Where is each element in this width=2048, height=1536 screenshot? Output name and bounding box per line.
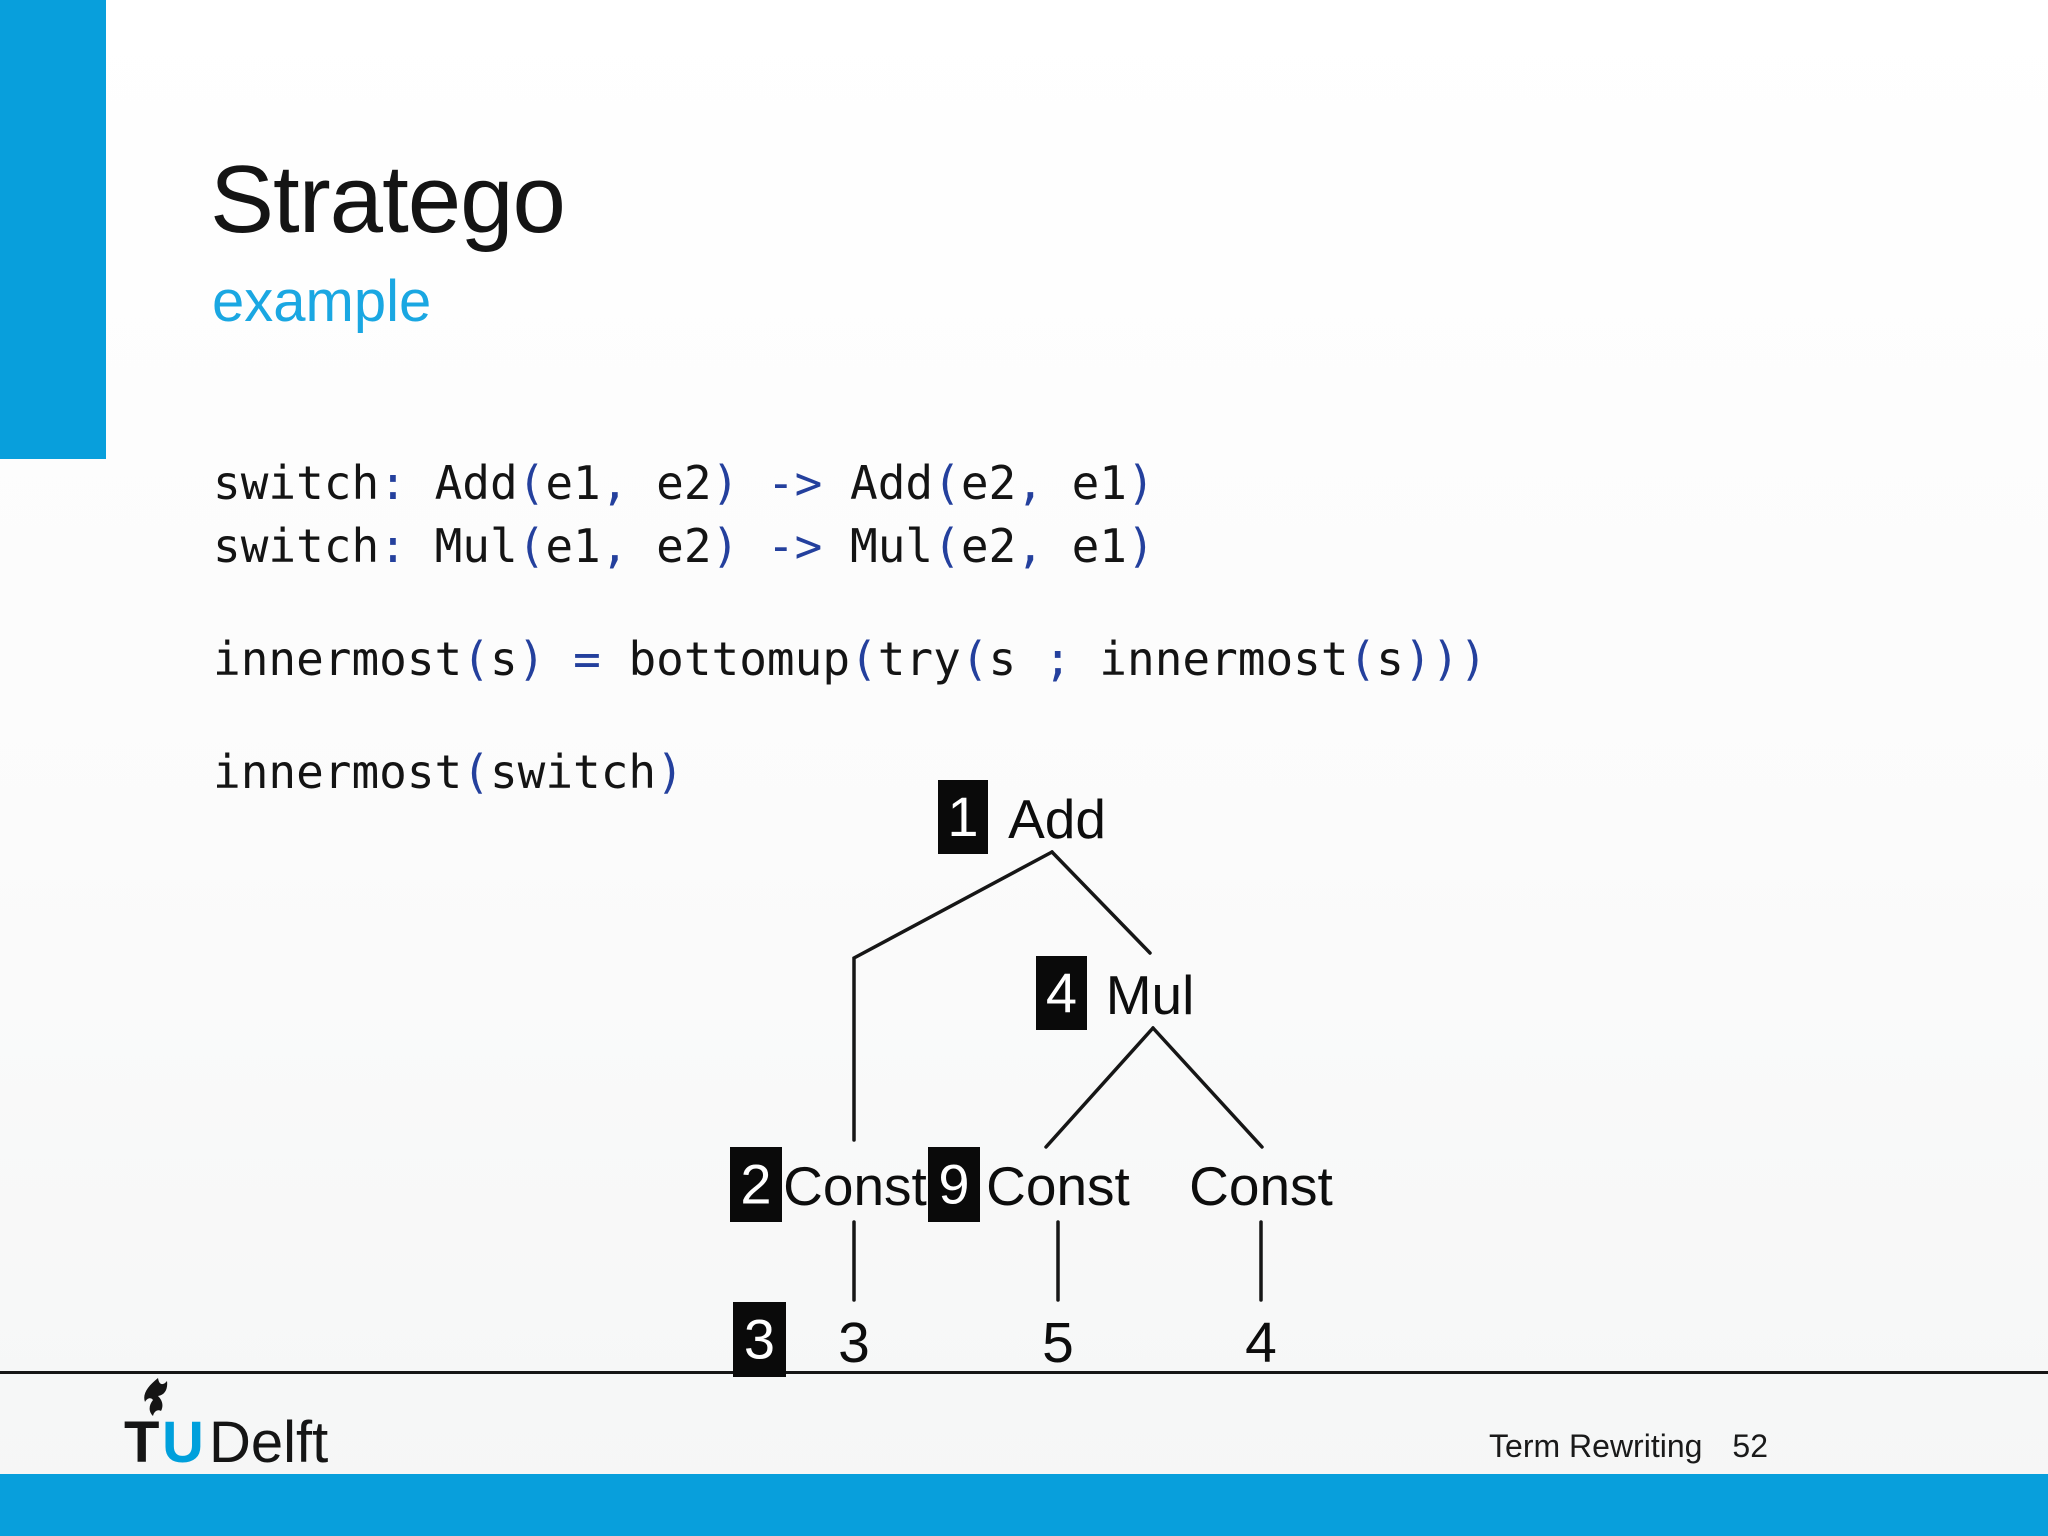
step-badge-9 <box>928 1147 980 1222</box>
bottom-accent-bar <box>0 1474 2048 1536</box>
footer-course-label: Term Rewriting <box>1489 1428 1703 1464</box>
step-badge-number: 4 <box>1046 961 1077 1024</box>
step-badge-3 <box>733 1302 786 1377</box>
logo-letter-t: T <box>124 1410 159 1470</box>
tree-leaf-value: 5 <box>1042 1311 1074 1375</box>
logo-wordmark: Delft <box>209 1410 328 1470</box>
step-badge-number: 1 <box>947 785 978 848</box>
tree-node-label-mul: Mul <box>1106 964 1195 1026</box>
tree-edge <box>1151 1026 1264 1149</box>
code-line-innermost-definition: innermost(s) = bottomup(try(s ; innermos… <box>213 632 1488 686</box>
tree-node-label-const: Const <box>783 1155 927 1217</box>
tudelft-logo: T U Delft <box>124 1378 328 1470</box>
footer-meta: Term Rewriting 52 <box>1489 1428 1768 1465</box>
tree-leaf-value: 3 <box>838 1311 870 1375</box>
tree-node-label-add: Add <box>1008 788 1106 850</box>
tree-edge <box>852 850 1054 1142</box>
logo-letter-u: U <box>162 1410 204 1470</box>
code-line-innermost-call: innermost(switch) <box>213 745 684 799</box>
step-badge-4 <box>1036 956 1087 1030</box>
footer-page-number: 52 <box>1732 1428 1768 1464</box>
tree-node-label-const: Const <box>1189 1155 1333 1217</box>
tree-edge <box>1044 1026 1155 1149</box>
page-subtitle: example <box>212 269 432 334</box>
tree-edge <box>1050 850 1152 955</box>
step-badge-number: 9 <box>938 1153 969 1216</box>
tree-node-label-const: Const <box>986 1155 1130 1217</box>
footer-divider <box>0 1371 2048 1374</box>
step-badge-number: 2 <box>740 1153 771 1216</box>
code-block: switch: Add(e1, e2) -> Add(e2, e1) switch… <box>213 452 1487 804</box>
page-title: Stratego <box>210 146 566 253</box>
tudelft-flame-icon <box>144 1378 168 1416</box>
tree-leaf-value: 4 <box>1245 1311 1277 1375</box>
step-badge-2 <box>730 1147 782 1222</box>
code-line-rule-switch-mul: switch: Mul(e1, e2) -> Mul(e2, e1) <box>213 519 1155 573</box>
step-badge-number: 3 <box>744 1308 775 1371</box>
step-badge-1 <box>938 780 988 854</box>
left-accent-bar <box>0 0 106 459</box>
code-line-rule-switch-add: switch: Add(e1, e2) -> Add(e2, e1) <box>213 456 1155 510</box>
